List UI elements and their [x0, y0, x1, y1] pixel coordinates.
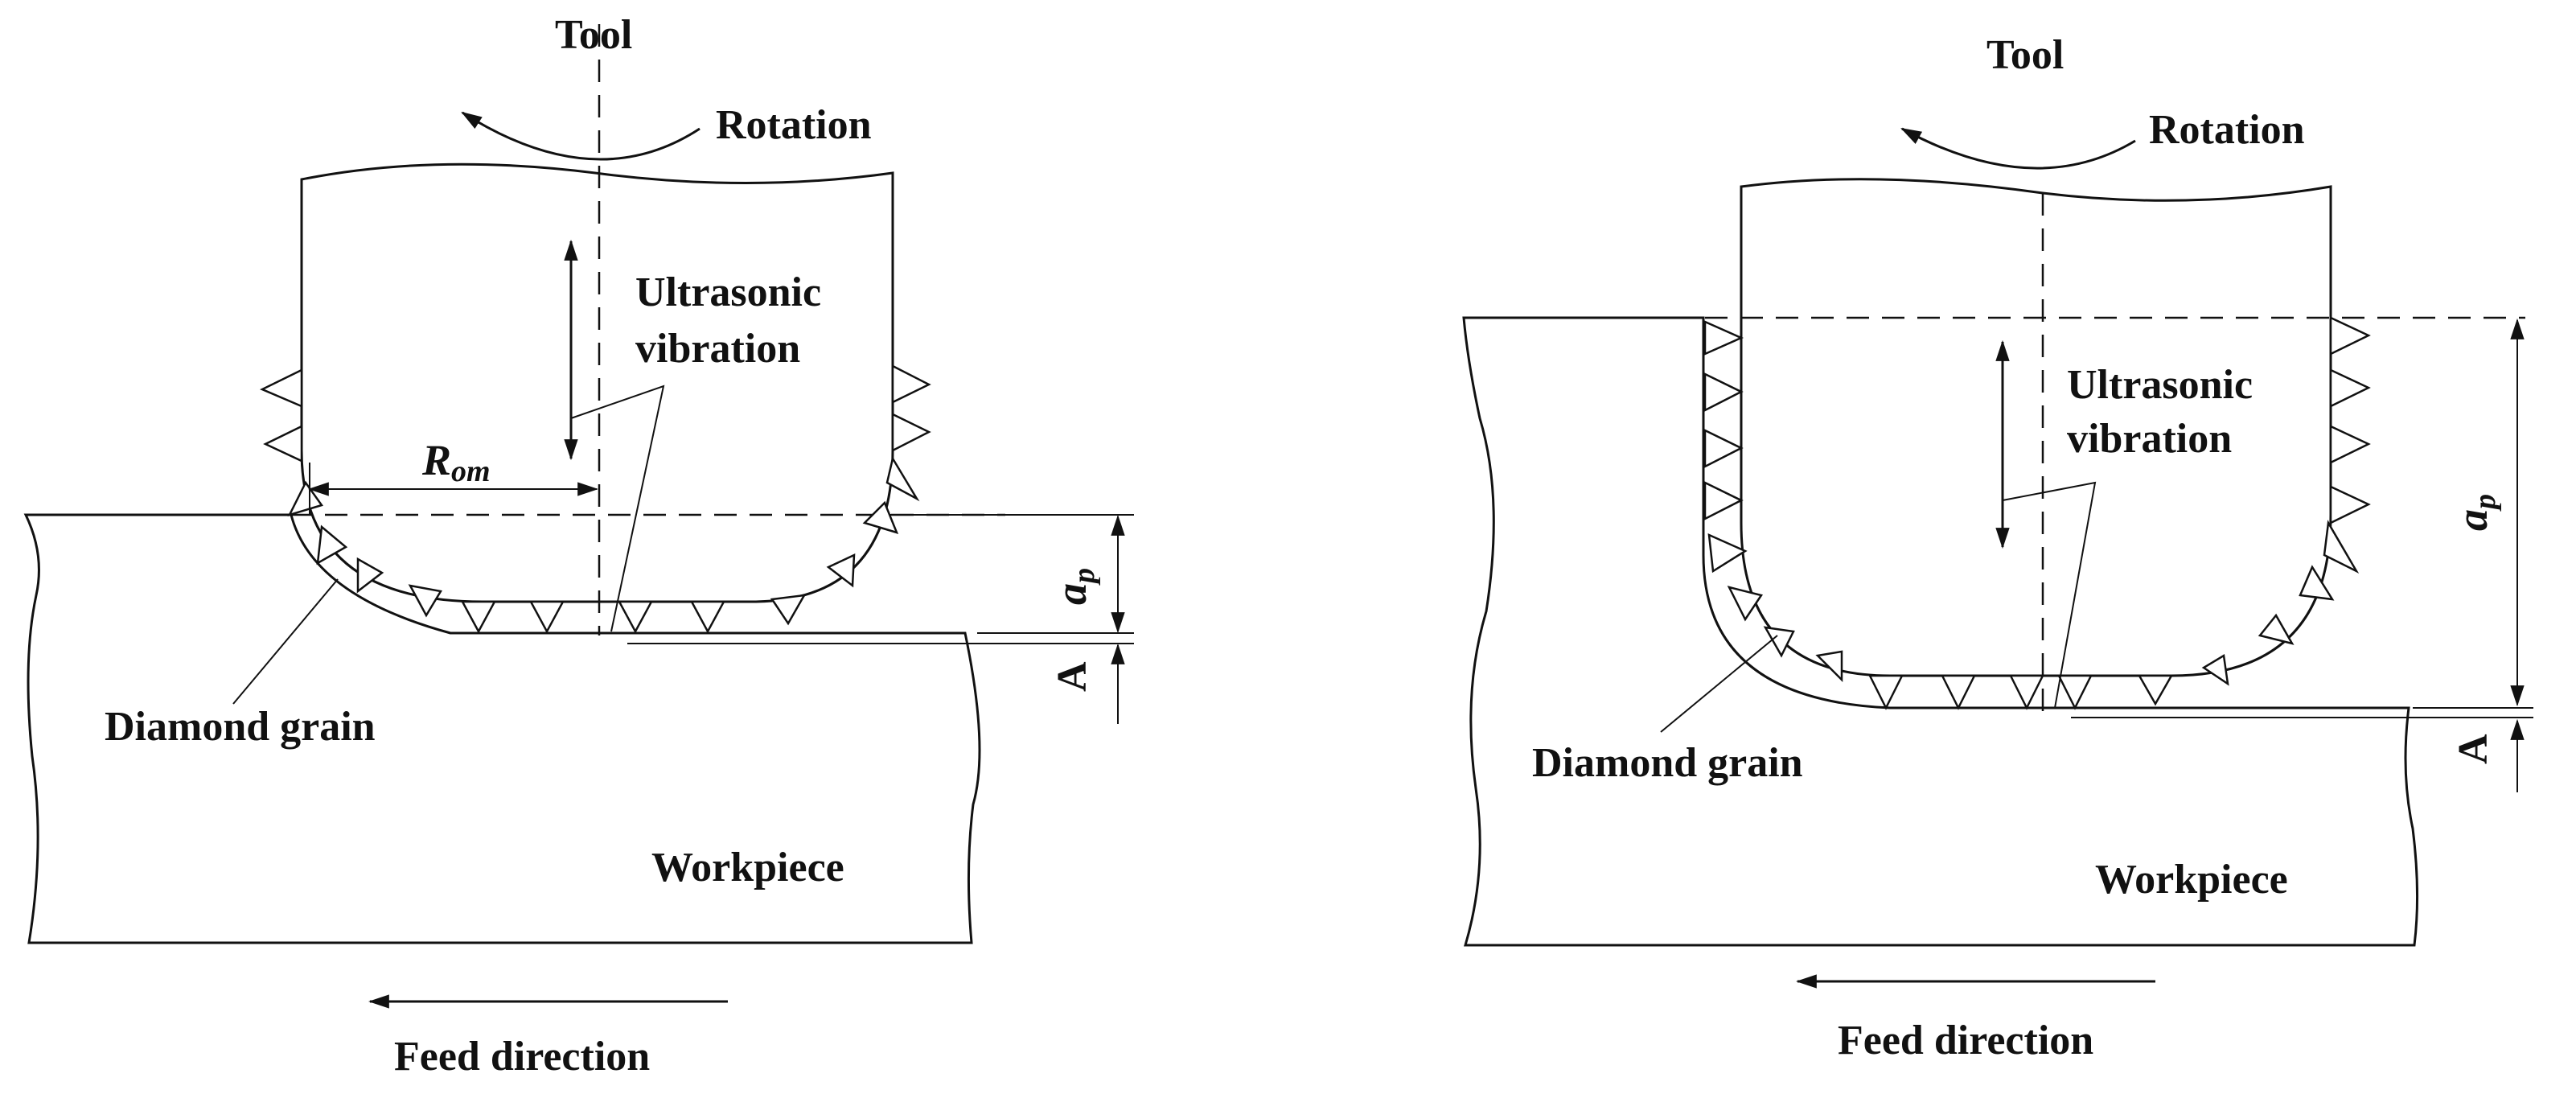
depth-symbol: a	[1047, 583, 1095, 605]
rotation-arrow-right	[1900, 127, 2136, 170]
depth-symbol-right: a	[2448, 509, 2496, 531]
amplitude-label: A	[1050, 661, 1095, 692]
radius-subscript: om	[451, 454, 491, 488]
rotation-label-right: Rotation	[2149, 107, 2305, 153]
workpiece-outline	[23, 513, 981, 944]
vibration-label-line2: vibration	[635, 326, 800, 372]
panel-right: Tool Rotation Ultrasonic vibration ap A …	[1462, 32, 2533, 1063]
diamond-grains-right	[1703, 316, 2371, 710]
tool-label-right: Tool	[1986, 32, 2064, 78]
vibration-label-right-line2: vibration	[2067, 416, 2232, 462]
vibration-label-right-line1: Ultrasonic	[2067, 362, 2253, 408]
rotation-label: Rotation	[716, 102, 872, 148]
workpiece-outline-right	[1462, 316, 2419, 947]
diamond-grains	[260, 364, 931, 634]
vibration-label-line1: Ultrasonic	[635, 269, 821, 315]
depth-subscript-right: p	[2468, 494, 2502, 512]
workpiece-label: Workpiece	[651, 845, 844, 890]
radius-label: Rom	[421, 436, 491, 488]
amplitude-label-right: A	[2451, 734, 2496, 764]
rotation-arrow	[461, 111, 700, 161]
depth-label-right: ap	[2448, 494, 2502, 531]
diamond-grain-label-right: Diamond grain	[1532, 740, 1803, 786]
feed-direction-label: Feed direction	[394, 1034, 650, 1080]
tool-body-right[interactable]	[1740, 178, 2332, 677]
tool-body[interactable]	[300, 162, 894, 603]
depth-label: ap	[1047, 568, 1101, 605]
feed-direction-label-right: Feed direction	[1838, 1018, 2093, 1063]
depth-subscript: p	[1067, 568, 1101, 586]
workpiece-label-right: Workpiece	[2095, 857, 2288, 903]
tool-label: Tool	[555, 12, 632, 58]
radius-symbol: R	[421, 436, 451, 484]
diamond-grain-label: Diamond grain	[105, 704, 376, 750]
panel-left: Tool Rotation Ultrasonic vibration Rom a…	[23, 12, 1134, 1080]
